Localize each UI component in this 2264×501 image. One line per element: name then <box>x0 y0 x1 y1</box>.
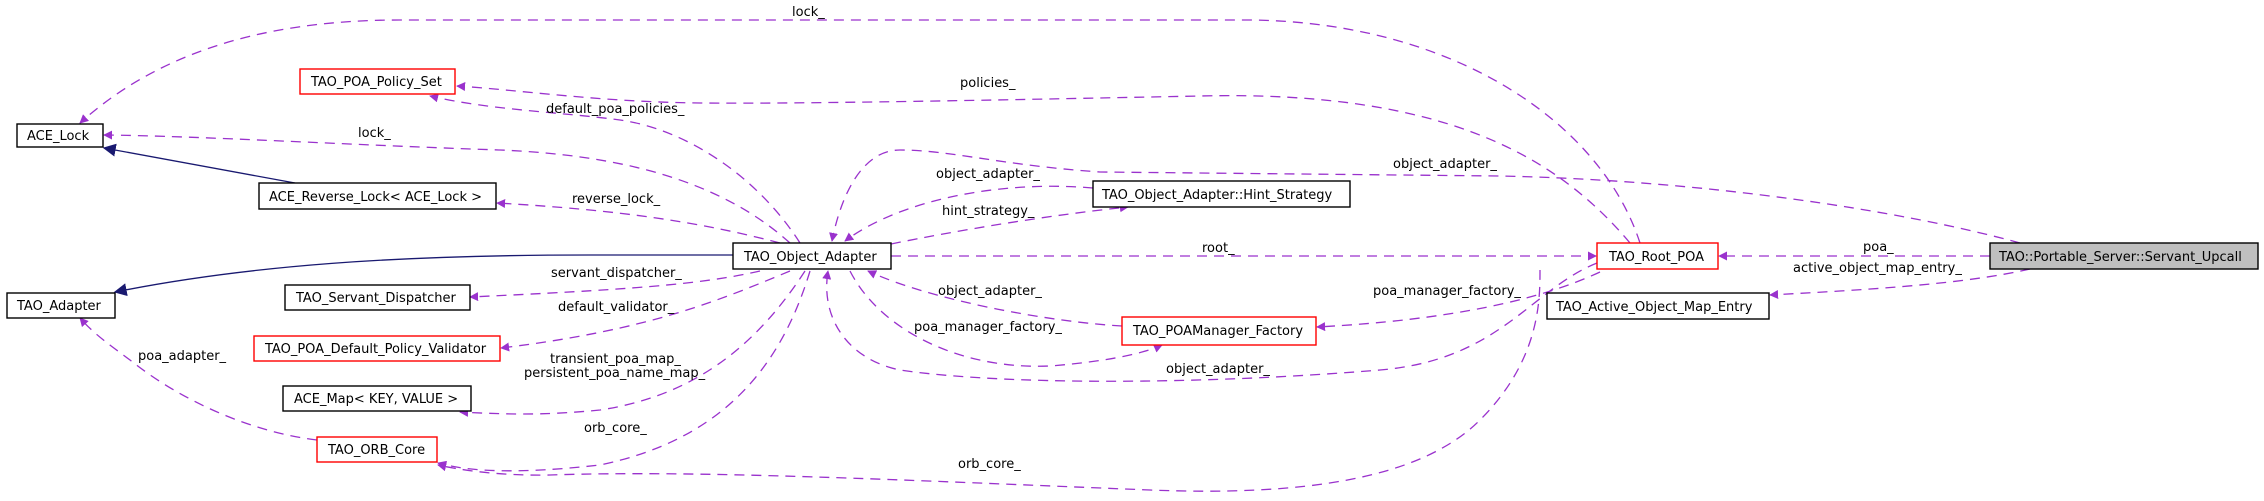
edge-label-default-poa-policies: default_poa_policies_ <box>546 102 685 117</box>
edge-poa-adapter <box>79 317 318 441</box>
edge-label-servant-dispatcher: servant_dispatcher_ <box>551 266 682 281</box>
edge-label-orb-core-oa: orb_core_ <box>584 421 647 436</box>
edge-hint-object-adapter <box>844 185 1094 242</box>
edge-label-root-orb-core: orb_core_ <box>958 457 1021 472</box>
edge-root-poa-manager-factory <box>1316 271 1601 332</box>
edge-default-poa-policies <box>429 93 801 244</box>
svg-text:TAO_Root_POA: TAO_Root_POA <box>1608 250 1704 265</box>
node-ace-lock[interactable]: ACE_Lock <box>16 123 104 148</box>
node-hint-strategy[interactable]: TAO_Object_Adapter::Hint_Strategy <box>1092 180 1351 208</box>
edge-inherit-reverse-lock <box>102 143 296 184</box>
edge-label-oa-poa-manager-factory: poa_manager_factory_ <box>914 320 1062 335</box>
svg-text:TAO_ORB_Core: TAO_ORB_Core <box>327 443 425 458</box>
edge-policies <box>456 82 1631 244</box>
edge-default-validator <box>500 270 791 352</box>
edge-active-object-map-entry <box>1769 268 2031 300</box>
svg-text:ACE_Reverse_Lock< ACE_Lock >: ACE_Reverse_Lock< ACE_Lock > <box>269 190 482 205</box>
svg-text:TAO_Adapter: TAO_Adapter <box>16 299 102 314</box>
svg-text:TAO_Object_Adapter: TAO_Object_Adapter <box>743 250 877 265</box>
edge-label-active-object-map-entry: active_object_map_entry_ <box>1793 261 1962 276</box>
edge-reverse-lock <box>496 198 781 244</box>
edge-label-lock-top: lock_ <box>792 5 825 20</box>
edge-label-root-poa-manager-factory: poa_manager_factory_ <box>1373 284 1521 299</box>
edge-servant-dispatcher <box>469 270 761 302</box>
edge-orb-core-oa <box>437 270 811 472</box>
edges: lock_ policies_ default_poa_policies_ lo… <box>79 5 2031 492</box>
node-tao-poa-default-policy-validator[interactable]: TAO_POA_Default_Policy_Validator <box>253 335 501 362</box>
edge-label-poa-adapter: poa_adapter_ <box>138 349 227 364</box>
edge-label-root-object-adapter: object_adapter_ <box>1166 362 1270 377</box>
edge-root-object-adapter <box>822 262 1598 382</box>
edge-label-hint-object-adapter: object_adapter_ <box>936 167 1040 182</box>
node-tao-active-object-map-entry[interactable]: TAO_Active_Object_Map_Entry <box>1546 292 1770 320</box>
svg-text:TAO_POAManager_Factory: TAO_POAManager_Factory <box>1132 324 1303 339</box>
edge-label-upcall-object-adapter: object_adapter_ <box>1393 157 1497 172</box>
svg-text:TAO_Object_Adapter::Hint_Strat: TAO_Object_Adapter::Hint_Strategy <box>1101 188 1333 203</box>
nodes: ACE_Lock TAO_POA_Policy_Set ACE_Reverse_… <box>6 68 2259 463</box>
edge-label-root: root_ <box>1202 241 1235 256</box>
edge-label-ace-map-1: transient_poa_map_ <box>550 352 681 367</box>
edge-lock-mid <box>103 130 791 244</box>
edge-inherit-tao-adapter <box>113 254 733 297</box>
svg-text:TAO_POA_Default_Policy_Validat: TAO_POA_Default_Policy_Validator <box>264 342 487 357</box>
edge-oa-poa-manager-factory <box>849 270 1163 367</box>
edge-root-orb-core <box>437 269 1541 492</box>
node-tao-root-poa[interactable]: TAO_Root_POA <box>1596 242 1719 270</box>
edge-upcall-object-adapter <box>829 149 2021 244</box>
edge-hint-strategy <box>890 203 1129 245</box>
node-tao-orb-core[interactable]: TAO_ORB_Core <box>316 436 438 463</box>
node-tao-adapter[interactable]: TAO_Adapter <box>6 292 116 319</box>
node-tao-poa-policy-set[interactable]: TAO_POA_Policy_Set <box>299 68 456 95</box>
svg-text:TAO_Servant_Dispatcher: TAO_Servant_Dispatcher <box>295 291 457 306</box>
edge-ace-map <box>459 270 806 417</box>
node-tao-servant-dispatcher[interactable]: TAO_Servant_Dispatcher <box>284 284 471 311</box>
edge-label-factory-object-adapter: object_adapter_ <box>938 284 1042 299</box>
edge-label-default-validator: default_validator_ <box>558 300 675 315</box>
node-tao-poamanager-factory[interactable]: TAO_POAManager_Factory <box>1121 316 1317 346</box>
edge-label-ace-map-2: persistent_poa_name_map_ <box>524 366 706 381</box>
edge-label-lock-mid: lock_ <box>358 126 391 141</box>
node-tao-object-adapter[interactable]: TAO_Object_Adapter <box>732 242 892 270</box>
svg-text:ACE_Map< KEY, VALUE >: ACE_Map< KEY, VALUE > <box>294 392 458 407</box>
svg-text:TAO::Portable_Server::Servant_: TAO::Portable_Server::Servant_Upcall <box>1998 250 2242 265</box>
edge-label-reverse-lock: reverse_lock_ <box>572 192 661 207</box>
svg-text:ACE_Lock: ACE_Lock <box>27 129 90 144</box>
edge-lock-top <box>79 19 1641 244</box>
edge-label-hint-strategy: hint_strategy_ <box>942 204 1035 219</box>
svg-text:TAO_Active_Object_Map_Entry: TAO_Active_Object_Map_Entry <box>1555 300 1753 315</box>
edge-label-poa: poa_ <box>1863 240 1894 255</box>
svg-text:TAO_POA_Policy_Set: TAO_POA_Policy_Set <box>310 75 442 90</box>
node-servant-upcall[interactable]: TAO::Portable_Server::Servant_Upcall <box>1989 242 2259 270</box>
edge-label-policies: policies_ <box>960 76 1016 91</box>
node-ace-map[interactable]: ACE_Map< KEY, VALUE > <box>282 385 472 412</box>
node-ace-reverse-lock[interactable]: ACE_Reverse_Lock< ACE_Lock > <box>258 182 497 210</box>
